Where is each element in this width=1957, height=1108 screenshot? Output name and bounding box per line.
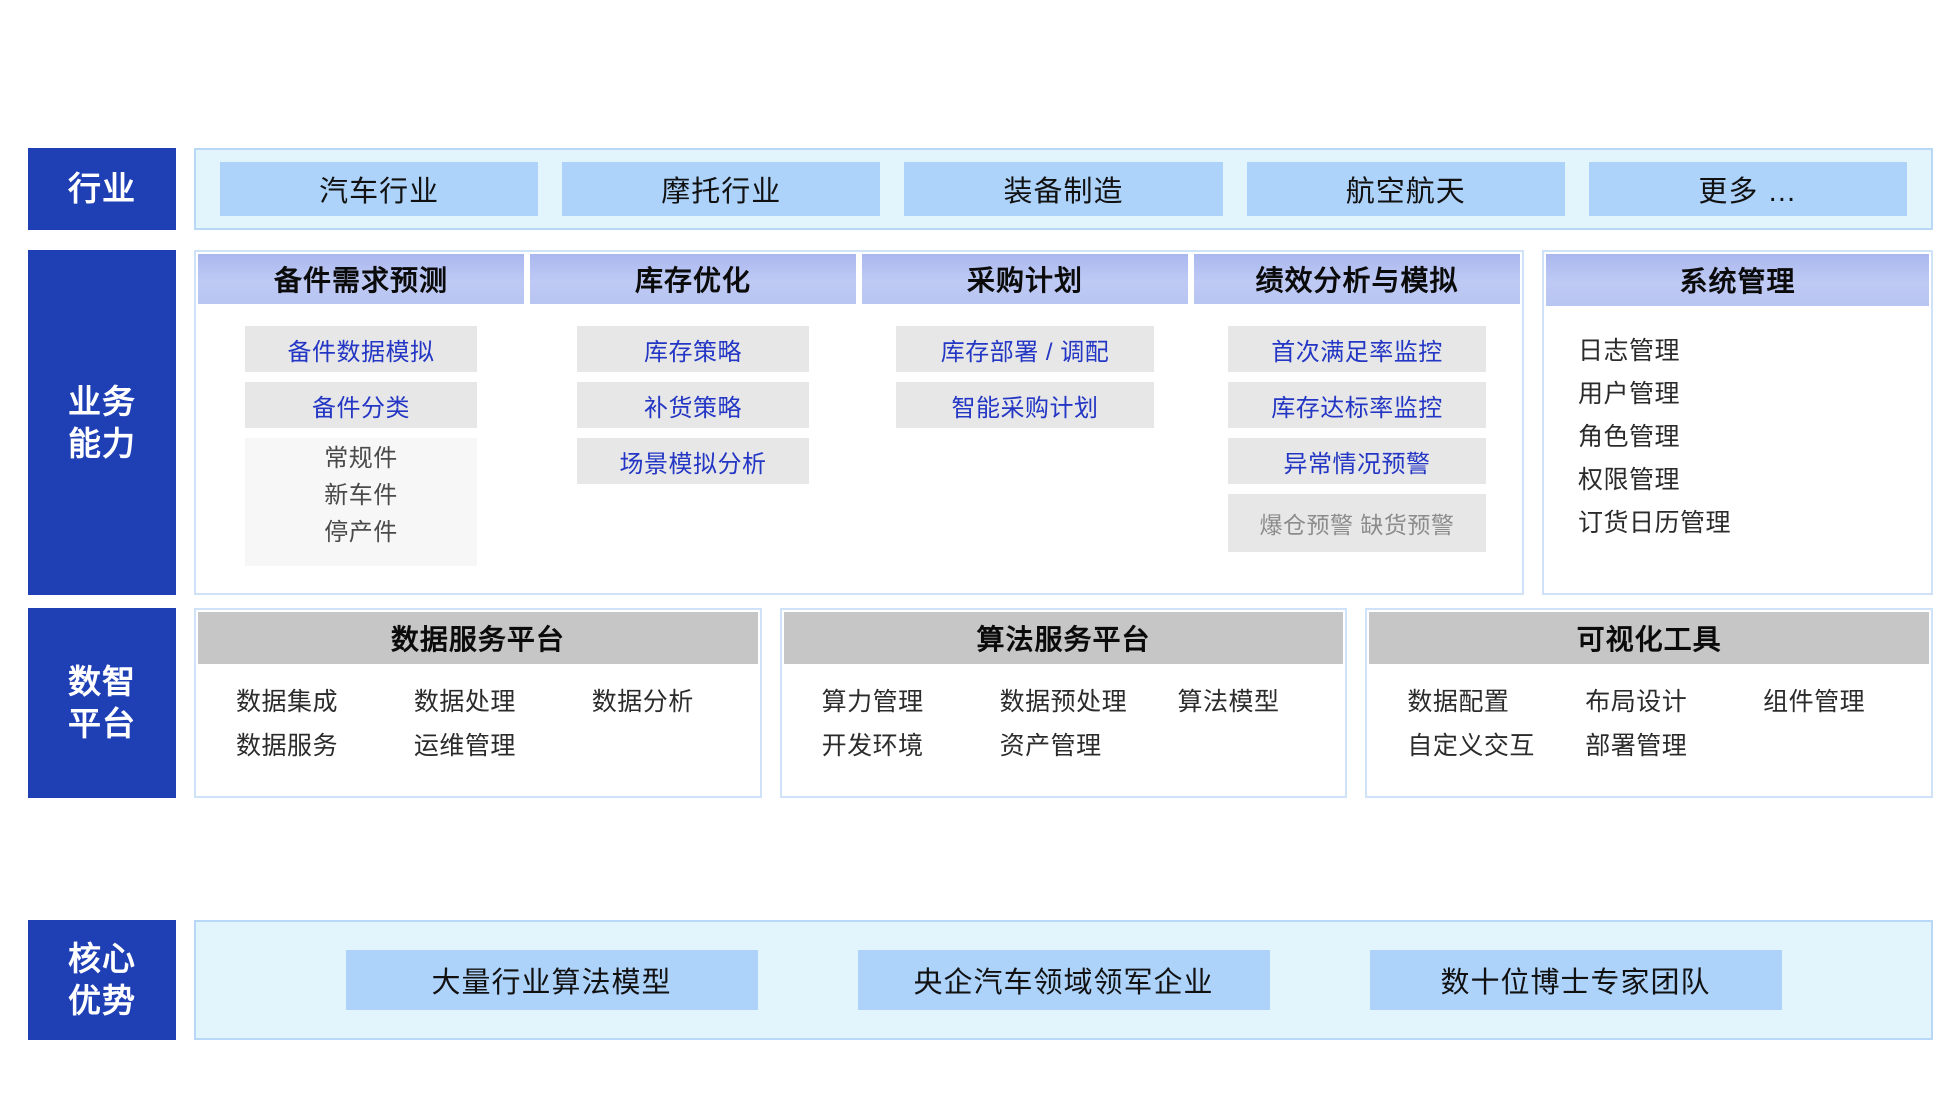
- advantage-row: 核心 优势 大量行业算法模型 央企汽车领域领军企业 数十位博士专家团队: [28, 920, 1933, 1040]
- system-management-list: 日志管理 用户管理 角色管理 权限管理 订货日历管理: [1544, 306, 1931, 545]
- platform-cards-wrap: 数据服务平台 数据集成 数据处理 数据分析 数据服务 运维管理 算法服务平台 算…: [194, 608, 1934, 798]
- capability-body-strip: 备件数据模拟 备件分类 常规件 新车件 停产件 库存策略 补货策略 场景模拟分析: [196, 304, 1522, 593]
- platform-grid-algorithm-service: 算力管理 数据预处理 算法模型 开发环境 资产管理: [782, 664, 1346, 762]
- platform-item-deployment-management[interactable]: 部署管理: [1585, 732, 1688, 760]
- system-management-header[interactable]: 系统管理: [1546, 254, 1929, 306]
- platform-item-data-service[interactable]: 数据服务: [236, 732, 339, 760]
- capability-note-alerts: 爆仓预警 缺货预警: [1228, 494, 1486, 552]
- capability-subitem-regular-parts: 常规件: [324, 445, 398, 472]
- industry-row: 行业 汽车行业 摩托行业 装备制造 航空航天 更多 …: [28, 148, 1933, 230]
- capability-item-inventory-strategy[interactable]: 库存策略: [577, 326, 809, 372]
- capability-column-performance-analysis: 首次满足率监控 库存达标率监控 异常情况预警 爆仓预警 缺货预警: [1194, 326, 1520, 583]
- industry-chip-automotive[interactable]: 汽车行业: [220, 162, 539, 216]
- advantage-chip-phd-expert-team[interactable]: 数十位博士专家团队: [1369, 950, 1782, 1010]
- platform-item-development-environment[interactable]: 开发环境: [821, 732, 924, 760]
- system-item-permission-management[interactable]: 权限管理: [1578, 466, 1681, 494]
- capability-item-parts-data-simulation[interactable]: 备件数据模拟: [245, 326, 477, 372]
- capability-header-strip: 备件需求预测 库存优化 采购计划 绩效分析与模拟: [196, 252, 1522, 304]
- platform-header-visualization-tools[interactable]: 可视化工具: [1369, 612, 1930, 664]
- platform-row-label: 数智 平台: [28, 608, 176, 798]
- platform-item-data-integration[interactable]: 数据集成: [236, 688, 339, 716]
- capability-row-label: 业务 能力: [28, 250, 176, 595]
- capability-item-abnormal-situation-alert[interactable]: 异常情况预警: [1228, 438, 1486, 484]
- platform-card-data-service: 数据服务平台 数据集成 数据处理 数据分析 数据服务 运维管理: [194, 608, 762, 798]
- platform-label-line-2: 平台: [68, 705, 136, 742]
- platform-item-algorithm-model[interactable]: 算法模型: [1177, 688, 1280, 716]
- capability-header-demand-forecast[interactable]: 备件需求预测: [198, 254, 524, 304]
- platform-grid-data-service: 数据集成 数据处理 数据分析 数据服务 运维管理: [196, 664, 760, 762]
- platform-item-data-processing[interactable]: 数据处理: [413, 688, 516, 716]
- capability-label-line-1: 业务: [68, 382, 136, 420]
- platform-header-data-service[interactable]: 数据服务平台: [198, 612, 758, 664]
- capability-column-demand-forecast: 备件数据模拟 备件分类 常规件 新车件 停产件: [198, 326, 524, 583]
- industry-label-line-1: 行业: [68, 170, 136, 208]
- platform-card-visualization-tools: 可视化工具 数据配置 布局设计 组件管理 自定义交互 部署管理: [1365, 608, 1934, 798]
- advantage-chip-state-owned-leader[interactable]: 央企汽车领域领军企业: [857, 950, 1270, 1010]
- platform-item-data-configuration[interactable]: 数据配置: [1407, 688, 1510, 716]
- capability-item-smart-purchase-plan[interactable]: 智能采购计划: [896, 382, 1154, 428]
- capability-column-purchase-plan: 库存部署 / 调配 智能采购计划: [862, 326, 1188, 583]
- industry-chip-motorcycle[interactable]: 摩托行业: [562, 162, 881, 216]
- industry-chip-aerospace[interactable]: 航空航天: [1246, 162, 1565, 216]
- platform-item-custom-interaction[interactable]: 自定义交互: [1407, 732, 1535, 760]
- capability-label-line-2: 能力: [68, 424, 136, 462]
- capability-item-first-fill-rate-monitoring[interactable]: 首次满足率监控: [1228, 326, 1486, 372]
- capability-header-performance-analysis[interactable]: 绩效分析与模拟: [1194, 254, 1520, 304]
- capability-item-scenario-simulation-analysis[interactable]: 场景模拟分析: [577, 438, 809, 484]
- advantage-chip-algorithm-models[interactable]: 大量行业算法模型: [345, 950, 758, 1010]
- platform-row: 数智 平台 数据服务平台 数据集成 数据处理 数据分析 数据服务 运维管理 算法…: [28, 608, 1934, 798]
- platform-item-data-preprocessing[interactable]: 数据预处理: [999, 688, 1128, 716]
- platform-grid-visualization-tools: 数据配置 布局设计 组件管理 自定义交互 部署管理: [1367, 664, 1931, 762]
- system-item-role-management[interactable]: 角色管理: [1578, 423, 1681, 451]
- capability-row: 业务 能力 备件需求预测 库存优化 采购计划 绩效分析与模拟 备件数据模拟 备件…: [28, 250, 1933, 595]
- capability-main-panel: 备件需求预测 库存优化 采购计划 绩效分析与模拟 备件数据模拟 备件分类 常规件…: [194, 250, 1524, 595]
- platform-label-line-1: 数智: [68, 663, 136, 701]
- capability-header-purchase-plan[interactable]: 采购计划: [862, 254, 1188, 304]
- industry-chip-equipment[interactable]: 装备制造: [904, 162, 1223, 216]
- industry-panel: 汽车行业 摩托行业 装备制造 航空航天 更多 …: [194, 148, 1933, 230]
- platform-item-component-management[interactable]: 组件管理: [1763, 688, 1866, 716]
- capability-item-inventory-deployment-allocation[interactable]: 库存部署 / 调配: [896, 326, 1154, 372]
- industry-row-label: 行业: [28, 148, 176, 230]
- advantage-label-line-2: 优势: [68, 982, 136, 1019]
- platform-header-algorithm-service[interactable]: 算法服务平台: [783, 612, 1344, 664]
- capability-subitem-new-vehicle-parts: 新车件: [324, 482, 398, 510]
- platform-item-asset-management[interactable]: 资产管理: [999, 732, 1102, 760]
- platform-item-data-analysis[interactable]: 数据分析: [591, 688, 694, 716]
- platform-item-layout-design[interactable]: 布局设计: [1585, 688, 1688, 716]
- platform-item-ops-management[interactable]: 运维管理: [413, 732, 516, 760]
- system-item-user-management[interactable]: 用户管理: [1578, 380, 1681, 408]
- platform-item-compute-management[interactable]: 算力管理: [821, 688, 924, 716]
- capability-subitem-discontinued-parts: 停产件: [324, 519, 398, 547]
- advantage-label-line-1: 核心: [68, 940, 136, 978]
- industry-chip-more[interactable]: 更多 …: [1588, 162, 1908, 216]
- capability-item-parts-classification[interactable]: 备件分类: [245, 382, 477, 428]
- capability-item-inventory-compliance-monitoring[interactable]: 库存达标率监控: [1228, 382, 1486, 428]
- capability-item-replenishment-strategy[interactable]: 补货策略: [577, 382, 809, 428]
- system-item-order-calendar-management[interactable]: 订货日历管理: [1578, 509, 1732, 537]
- advantage-panel: 大量行业算法模型 央企汽车领域领军企业 数十位博士专家团队: [194, 920, 1933, 1040]
- capability-subgroup-parts-classification: 常规件 新车件 停产件: [245, 438, 477, 566]
- system-management-panel: 系统管理 日志管理 用户管理 角色管理 权限管理 订货日历管理: [1542, 250, 1933, 595]
- advantage-row-label: 核心 优势: [28, 920, 176, 1040]
- platform-card-algorithm-service: 算法服务平台 算力管理 数据预处理 算法模型 开发环境 资产管理: [779, 608, 1348, 798]
- capability-header-inventory-optimization[interactable]: 库存优化: [530, 254, 856, 304]
- capability-column-inventory-optimization: 库存策略 补货策略 场景模拟分析: [530, 326, 856, 583]
- system-item-log-management[interactable]: 日志管理: [1578, 337, 1681, 365]
